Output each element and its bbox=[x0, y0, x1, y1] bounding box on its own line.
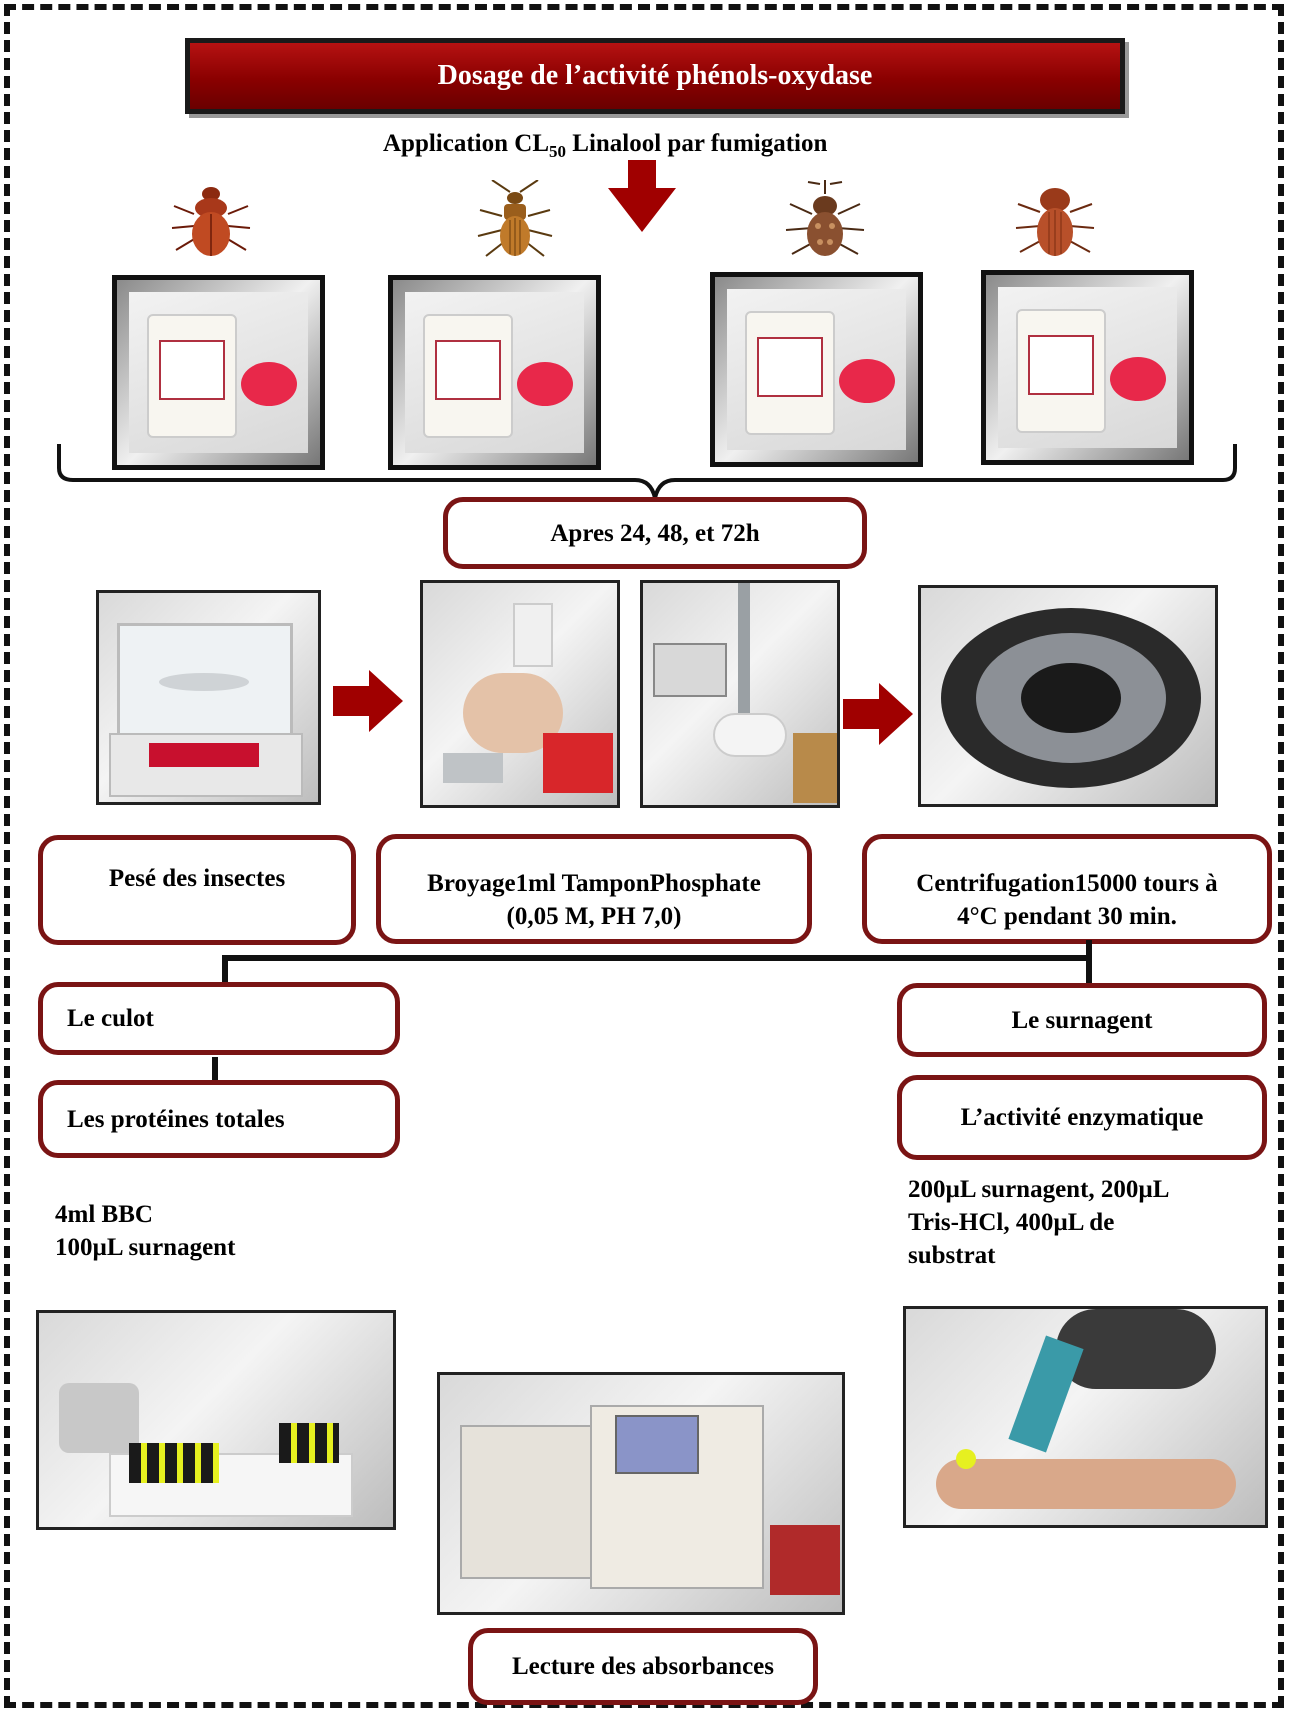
fumigation-jar-photo-1 bbox=[112, 275, 325, 470]
lesser-grain-borer-icon bbox=[1015, 188, 1095, 256]
branch-connector-right-drop bbox=[1086, 940, 1092, 986]
fumigation-jar-photo-3 bbox=[710, 272, 923, 467]
enzymatic-activity-box: L’activité enzymatique bbox=[897, 1075, 1267, 1160]
protein-assay-tubes-photo bbox=[36, 1310, 396, 1530]
down-arrow-icon bbox=[608, 160, 676, 232]
fumigation-jar-photo-2 bbox=[388, 275, 601, 470]
dashed-frame bbox=[4, 4, 1284, 1708]
saw-toothed-grain-beetle-icon bbox=[477, 180, 553, 257]
title-banner: Dosage de l’activité phénols-oxydase bbox=[185, 38, 1125, 114]
pellet-box: Le culot bbox=[38, 982, 400, 1055]
right-arrow-icon-2 bbox=[843, 683, 913, 745]
step-weighing-box: Pesé des insectes bbox=[38, 835, 356, 945]
red-flour-beetle-icon bbox=[171, 187, 251, 256]
rice-weevil-icon bbox=[785, 180, 865, 256]
right-arrow-icon-1 bbox=[333, 670, 403, 732]
step-centrifugation-box: Centrifugation15000 tours à 4°C pendant … bbox=[862, 834, 1272, 944]
absorbance-reading-box: Lecture des absorbances bbox=[468, 1628, 818, 1705]
balance-weighing-photo bbox=[96, 590, 321, 805]
page-title: Dosage de l’activité phénols-oxydase bbox=[437, 60, 873, 91]
time-interval-box: Apres 24, 48, et 72h bbox=[443, 497, 867, 569]
homogenizer-photo bbox=[640, 580, 840, 808]
grinding-tube-photo bbox=[420, 580, 620, 808]
spectrophotometer-photo bbox=[437, 1372, 845, 1615]
pipetting-photo bbox=[903, 1306, 1268, 1528]
supernatant-box: Le surnagent bbox=[897, 983, 1267, 1057]
pellet-connector bbox=[212, 1057, 218, 1081]
centrifuge-photo bbox=[918, 585, 1218, 807]
branch-connector-horizontal bbox=[222, 955, 1092, 961]
fumigation-jar-photo-4 bbox=[981, 270, 1194, 465]
branch-connector-left-drop bbox=[222, 955, 228, 987]
total-proteins-box: Les protéines totales bbox=[38, 1080, 400, 1158]
step-grinding-box: Broyage1ml TamponPhosphate (0,05 M, PH 7… bbox=[376, 834, 812, 944]
protein-reagents-text: 4ml BBC 100µL surnagent bbox=[55, 1201, 236, 1261]
enzyme-reagents-text: 200µL surnagent, 200µL Tris-HCl, 400µL d… bbox=[908, 1176, 1170, 1269]
application-label: Application CL50 Linalool par fumigation bbox=[383, 130, 828, 161]
